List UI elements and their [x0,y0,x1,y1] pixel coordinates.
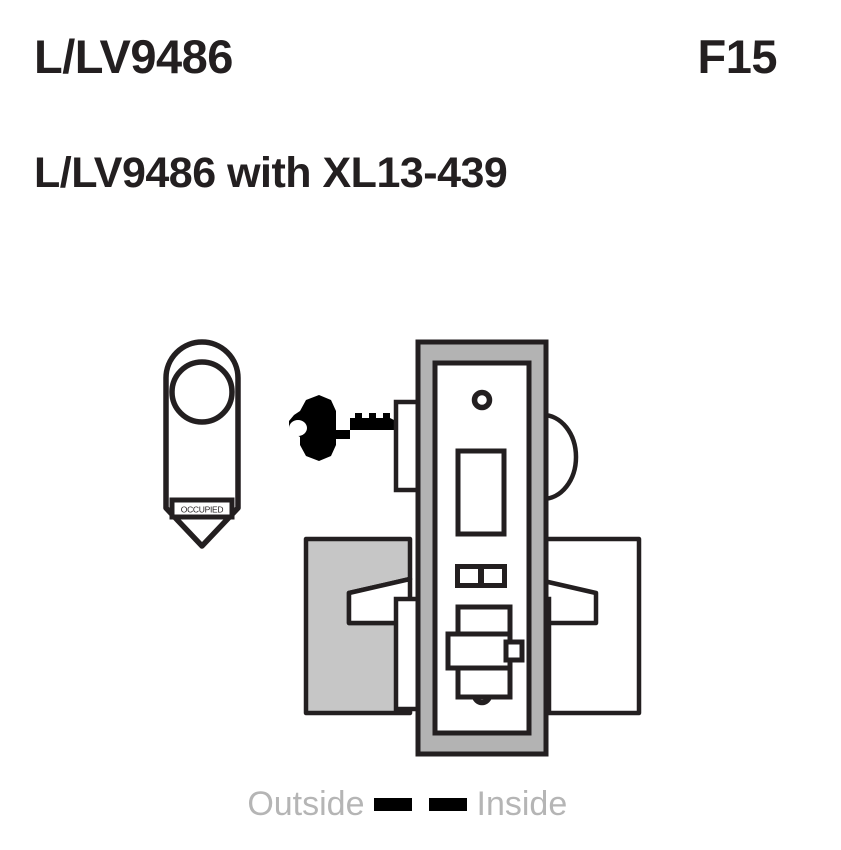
caption-outside-label: Outside [247,785,365,823]
latch-bolt [445,631,513,671]
indicator-window [455,564,507,588]
door-dash-right [429,797,467,811]
tag-label-text: OCCUPIED [181,505,224,515]
tag-label-box [169,497,235,520]
faceplate-screw-hole-top [471,389,493,411]
thumbturn-knob [540,412,579,502]
page-subtitle: L/LV9486 with XL13-439 [34,149,508,197]
key-bow-hole [289,420,307,436]
latch-tab [503,639,525,663]
door-section-marker [365,797,477,811]
caption-inside-label: Inside [476,785,568,823]
lock-diagram-svg: OCCUPIED [163,339,642,757]
door-dash-left [374,797,412,811]
cylinder-opening [455,448,507,537]
mortise-lock-body [415,339,549,757]
key [289,395,396,461]
orientation-caption: Outside Inside [0,780,841,828]
function-code: F15 [697,30,778,83]
product-header: L/LV9486 F15 L/LV9486 with XL13-439 [0,0,841,310]
door-hanger-tag: OCCUPIED [163,339,241,549]
lock-diagram: OCCUPIED [0,318,841,778]
latch-deadbolt-assembly [445,604,525,700]
outside-lever [303,536,433,716]
title-row: L/LV9486 F15 [34,33,809,80]
key-shoulder-notch [336,418,350,430]
indicator-cell-left [460,569,478,583]
page-title-model-code: L/LV9486 [34,30,233,83]
indicator-cell-right [484,569,502,583]
tag-hole [169,359,235,425]
